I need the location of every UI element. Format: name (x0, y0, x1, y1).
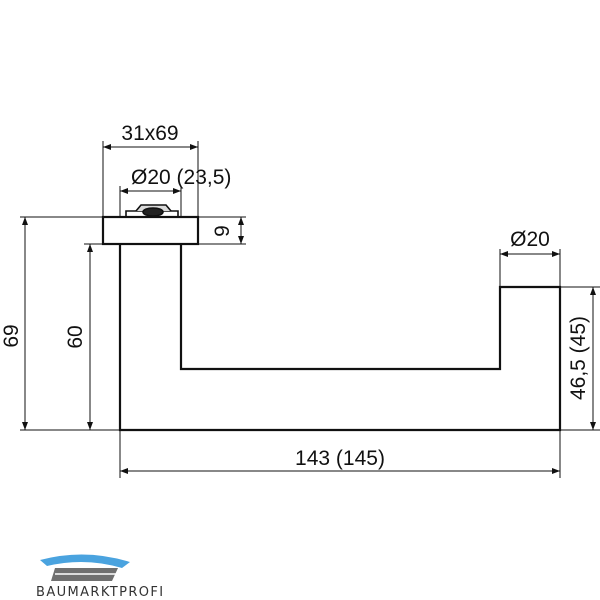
tip-diameter-label: Ø20 (510, 228, 550, 251)
lever-length-label: 143 (145) (295, 447, 385, 470)
handle-outline (101, 215, 562, 432)
lever-body (118, 244, 562, 432)
dimension-lines (20, 141, 600, 478)
tip-height-label: 46,5 (45) (567, 316, 590, 400)
rosette-size-label: 31x69 (121, 122, 178, 145)
logo-roof-icon (40, 554, 130, 568)
rosette-knob (125, 204, 179, 217)
arrowheads (22, 144, 596, 474)
baumarktprofi-logo: BAUMARKTPROFI (36, 554, 165, 600)
logo-text: BAUMARKTPROFI (36, 585, 165, 600)
rosette-plate (101, 215, 200, 246)
lever-height-label: 60 (64, 325, 87, 348)
total-height-label: 69 (0, 324, 23, 347)
rosette-diameter-label: Ø20 (23,5) (131, 166, 231, 189)
rosette-thickness-label: 9 (211, 225, 234, 237)
